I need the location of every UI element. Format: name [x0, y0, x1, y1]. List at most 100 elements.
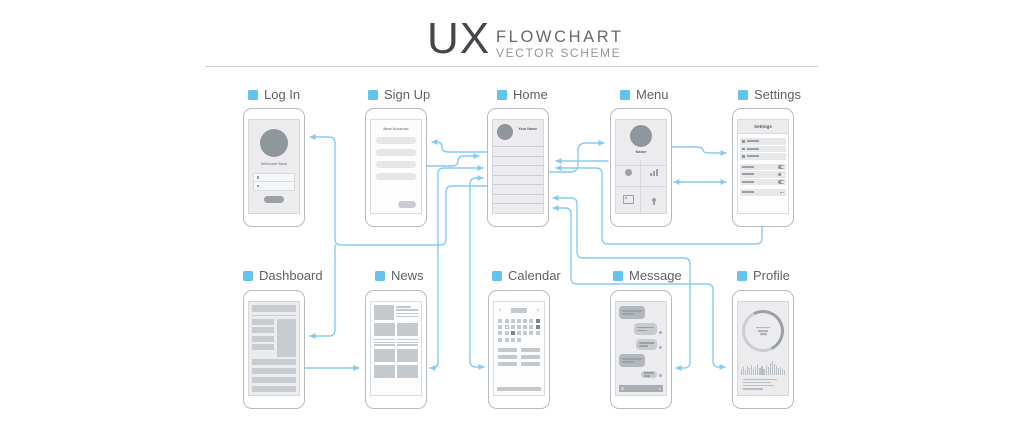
calendar-bullet-icon	[492, 270, 502, 281]
label-menu: Menu	[620, 87, 669, 102]
calendar-footer-bar	[497, 386, 541, 391]
dashboard-panel	[277, 318, 296, 357]
phone-calendar[interactable]: ‹ ›	[488, 290, 550, 409]
settings-footer-rows	[738, 189, 788, 196]
label-calendar-text: Calendar	[508, 268, 561, 283]
settings-link-row	[740, 145, 786, 152]
photo-icon	[622, 195, 634, 205]
label-profile-text: Profile	[753, 268, 790, 283]
dashboard-divider	[252, 314, 296, 316]
phone-profile[interactable]	[732, 290, 794, 409]
phone-signup[interactable]: New Account	[365, 108, 427, 227]
toggle-switch-icon	[778, 172, 784, 176]
chat-bubble	[619, 354, 645, 367]
menu-name-text: Name	[635, 149, 647, 154]
home-username-text: Your Name	[518, 127, 537, 131]
calendar-day-cell	[523, 325, 528, 330]
label-dashboard: Dashboard	[243, 268, 323, 283]
news-image-block	[374, 348, 395, 362]
flow-home-calendar	[469, 175, 485, 370]
phone-dashboard[interactable]	[243, 290, 305, 409]
phone-home[interactable]: Your Name	[487, 108, 549, 227]
phone-menu[interactable]: Name	[610, 108, 672, 227]
dashboard-wide-bar	[252, 368, 296, 375]
phone-message[interactable]	[610, 290, 672, 409]
label-message-text: Message	[629, 268, 682, 283]
label-message: Message	[613, 268, 682, 283]
settings-link-row	[740, 138, 786, 145]
calendar-nav: ‹ ›	[494, 307, 544, 315]
message-input-bar	[619, 385, 663, 392]
calendar-day-cell	[517, 319, 521, 323]
flow-home-to-dashboard	[309, 244, 336, 339]
calendar-day-cell	[523, 319, 528, 323]
user-circle-icon	[624, 169, 632, 177]
dashboard-row-bars	[252, 318, 275, 357]
login-button	[264, 195, 284, 203]
calendar-day-cell	[504, 319, 509, 323]
login-form	[253, 172, 295, 191]
flow-menu-to-settings-upper	[671, 146, 727, 156]
calendar-day-cell	[529, 331, 534, 336]
message-bubble-row	[619, 339, 663, 350]
flow-signup-to-home	[426, 153, 480, 167]
phone-settings[interactable]: Settings	[732, 108, 794, 227]
home-list-row	[493, 155, 543, 166]
profile-donut-chart	[738, 304, 788, 358]
label-login: Log In	[248, 87, 300, 102]
menu-cell	[641, 187, 666, 214]
calendar-grid	[494, 319, 544, 342]
settings-toggle-row	[740, 171, 786, 178]
calendar-day-cell	[510, 325, 515, 330]
screen-message	[615, 301, 667, 396]
home-avatar	[497, 124, 513, 140]
calendar-day-cell	[510, 337, 515, 342]
label-login-text: Log In	[264, 87, 301, 102]
settings-toggle-row	[740, 178, 786, 185]
label-calendar: Calendar	[492, 268, 561, 283]
header-subtitle: VECTOR SCHEME	[496, 46, 622, 60]
screen-login: Welcome Back	[248, 119, 300, 214]
flow-home-news	[429, 165, 484, 371]
settings-bullet-icon	[738, 89, 748, 100]
news-grid-row	[374, 323, 418, 336]
screen-home: Your Name	[492, 119, 544, 214]
news-image-block	[374, 364, 395, 378]
calendar-month-bar	[511, 308, 527, 313]
label-dashboard-text: Dashboard	[259, 268, 323, 283]
settings-link-rows	[738, 138, 788, 160]
phone-login[interactable]: Welcome Back	[243, 108, 305, 227]
header-divider	[205, 66, 818, 67]
news-image-block	[397, 364, 418, 378]
login-bullet-icon	[248, 89, 258, 100]
chevron-right-icon: ›	[537, 308, 539, 314]
chat-bubble	[641, 371, 657, 378]
news-image-block	[374, 323, 395, 336]
calendar-day-cell	[529, 319, 534, 323]
menu-cell	[641, 160, 666, 187]
phone-news[interactable]	[365, 290, 427, 409]
read-receipt-dot	[659, 331, 662, 334]
calendar-day-cell	[535, 325, 540, 330]
signup-field	[376, 149, 416, 156]
profile-bar-chart	[740, 358, 786, 375]
menu-cell	[616, 186, 641, 213]
settings-title-text: Settings	[738, 120, 788, 134]
toggle-switch-icon	[778, 180, 784, 184]
message-bubble-row	[619, 306, 663, 319]
dashboard-wide-bar	[252, 359, 296, 366]
calendar-day-cell	[498, 325, 503, 330]
label-profile: Profile	[737, 268, 790, 283]
menu-header: Name	[616, 125, 666, 166]
login-username-field	[254, 174, 294, 182]
label-settings-text: Settings	[754, 87, 801, 102]
calendar-day-cell	[498, 337, 503, 342]
label-news: News	[375, 268, 424, 283]
signup-button	[398, 201, 416, 208]
screen-calendar: ‹ ›	[493, 301, 545, 396]
bar-chart-icon	[649, 169, 658, 177]
message-bubble-row	[619, 323, 663, 335]
signup-field	[376, 137, 416, 144]
home-header: Your Name	[493, 120, 543, 146]
